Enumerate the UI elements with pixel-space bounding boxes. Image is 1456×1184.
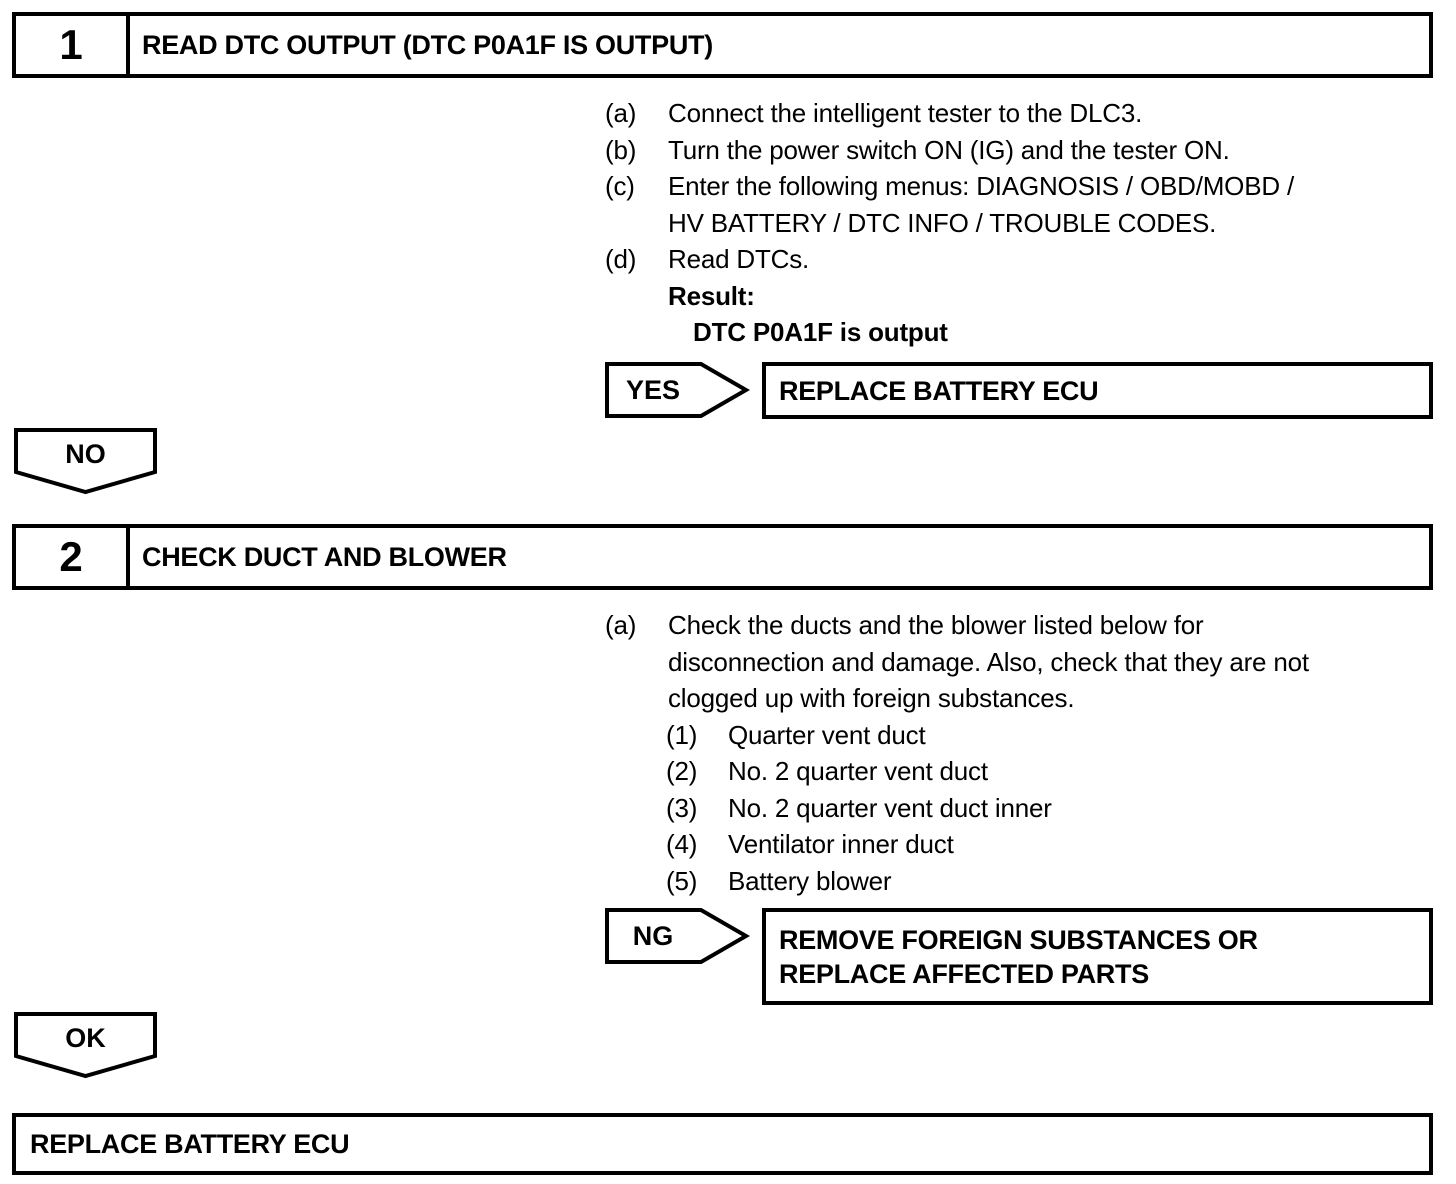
yes-connector: YES xyxy=(605,362,750,418)
instruction-text: HV BATTERY / DTC INFO / TROUBLE CODES. xyxy=(668,207,1217,238)
step1-header-box: 1 READ DTC OUTPUT (DTC P0A1F IS OUTPUT) xyxy=(12,12,1433,78)
instruction-row: HV BATTERY / DTC INFO / TROUBLE CODES. xyxy=(605,205,1451,242)
ng-label: NG xyxy=(632,920,674,951)
instruction-row: (b) Turn the power switch ON (IG) and th… xyxy=(605,132,1451,169)
ok-label: OK xyxy=(65,1022,106,1053)
arrow-right-icon xyxy=(605,908,750,964)
instruction-row: (a) Check the ducts and the blower liste… xyxy=(605,607,1451,644)
final-action-box: REPLACE BATTERY ECU xyxy=(12,1113,1433,1175)
step2-number: 2 xyxy=(16,528,130,586)
result-value: DTC P0A1F is output xyxy=(693,317,948,347)
sub-item-text: No. 2 quarter vent duct inner xyxy=(728,792,1052,823)
instruction-text: disconnection and damage. Also, check th… xyxy=(668,646,1309,677)
instruction-text: Enter the following menus: DIAGNOSIS / O… xyxy=(668,171,1294,201)
sub-item-text: No. 2 quarter vent duct xyxy=(728,756,988,786)
instruction-row: clogged up with foreign substances. xyxy=(605,680,1451,717)
sub-item-row: (4) Ventilator inner duct xyxy=(605,826,1451,863)
sub-item-label: (5) xyxy=(666,865,698,896)
ng-connector: NG xyxy=(605,908,750,964)
sub-item-row: (1) Quarter vent duct xyxy=(605,717,1451,754)
instruction-label: (d) xyxy=(605,244,637,274)
instruction-text: Turn the power switch ON (IG) and the te… xyxy=(668,134,1230,165)
instruction-label: (b) xyxy=(605,134,637,165)
instruction-label: (c) xyxy=(605,171,635,201)
sub-item-label: (2) xyxy=(666,756,698,786)
instruction-label: (a) xyxy=(605,98,637,128)
sub-item-label: (4) xyxy=(666,829,698,859)
instruction-text: clogged up with foreign substances. xyxy=(668,683,1075,713)
instruction-row: (d) Read DTCs. xyxy=(605,241,1451,278)
ng-action-text-line1: REMOVE FOREIGN SUBSTANCES OR xyxy=(779,924,1258,955)
result-heading-row: Result: xyxy=(605,278,1451,315)
sub-item-text: Battery blower xyxy=(728,865,892,896)
sub-item-label: (1) xyxy=(666,719,698,750)
instruction-text: Check the ducts and the blower listed be… xyxy=(668,610,1204,640)
step1-title: READ DTC OUTPUT (DTC P0A1F IS OUTPUT) xyxy=(142,29,713,60)
instruction-row: (a) Connect the intelligent tester to th… xyxy=(605,95,1451,132)
instruction-label xyxy=(605,680,668,717)
ng-action-text-line2: REPLACE AFFECTED PARTS xyxy=(779,958,1149,989)
instruction-label xyxy=(605,644,668,681)
no-connector: NO xyxy=(14,428,157,495)
instruction-row: (c) Enter the following menus: DIAGNOSIS… xyxy=(605,168,1451,205)
yes-label: YES xyxy=(625,374,681,405)
sub-item-row: (5) Battery blower xyxy=(605,863,1451,900)
yes-action-text: REPLACE BATTERY ECU xyxy=(779,375,1099,406)
arrow-right-icon xyxy=(605,362,750,418)
ok-connector: OK xyxy=(14,1012,157,1079)
sub-item-text: Ventilator inner duct xyxy=(728,829,954,859)
instruction-row: disconnection and damage. Also, check th… xyxy=(605,644,1451,681)
sub-item-label: (3) xyxy=(666,792,698,823)
final-action-text: REPLACE BATTERY ECU xyxy=(30,1128,350,1159)
step2-instructions: (a) Check the ducts and the blower liste… xyxy=(605,607,1451,899)
arrow-down-icon xyxy=(14,428,157,495)
instruction-label xyxy=(605,278,668,315)
result-value-row: DTC P0A1F is output xyxy=(605,314,1451,351)
sub-item-row: (3) No. 2 quarter vent duct inner xyxy=(605,790,1451,827)
sub-item-text: Quarter vent duct xyxy=(728,719,926,750)
yes-action-box: REPLACE BATTERY ECU xyxy=(762,362,1433,419)
step2-header-box: 2 CHECK DUCT AND BLOWER xyxy=(12,524,1433,590)
instruction-label xyxy=(605,314,668,351)
sub-item-row: (2) No. 2 quarter vent duct xyxy=(605,753,1451,790)
instruction-label xyxy=(605,205,668,242)
arrow-down-icon xyxy=(14,1012,157,1079)
instruction-text: Connect the intelligent tester to the DL… xyxy=(668,98,1143,128)
no-label: NO xyxy=(65,438,106,469)
result-heading: Result: xyxy=(668,280,755,311)
instruction-text: Read DTCs. xyxy=(668,244,810,274)
ng-action-box: REMOVE FOREIGN SUBSTANCES OR REPLACE AFF… xyxy=(762,908,1433,1005)
step1-number: 1 xyxy=(16,16,130,74)
step1-instructions: (a) Connect the intelligent tester to th… xyxy=(605,95,1451,351)
instruction-label: (a) xyxy=(605,610,637,640)
step2-title: CHECK DUCT AND BLOWER xyxy=(142,541,507,572)
